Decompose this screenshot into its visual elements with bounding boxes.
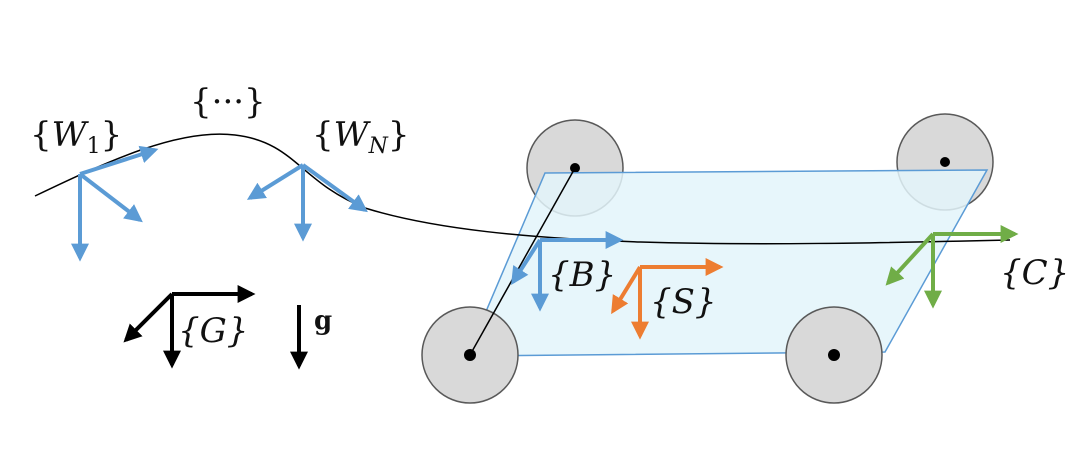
platform-plate (465, 169, 989, 357)
axle-link (469, 167, 576, 356)
label-gravity: g (314, 306, 332, 336)
label-g-frame: {G} (178, 311, 248, 351)
frame-s-axes (611, 258, 724, 340)
frame-g-axes (123, 285, 256, 369)
label-wn: {WN} (312, 115, 409, 159)
frame-wn-axis-x (301, 163, 368, 213)
label-c: {C} (1000, 253, 1069, 293)
wheel-front-right (785, 306, 883, 404)
frame-w1-axis-y (78, 172, 143, 223)
label-w1: {W1} (30, 115, 122, 159)
frame-c-axis-y (885, 232, 935, 286)
label-s: {S} (650, 282, 717, 322)
label-b: {B} (548, 255, 616, 295)
frame-wn-axes (246, 163, 368, 242)
frame-s-axis-y (611, 265, 642, 315)
frame-b-axes (511, 231, 624, 312)
frame-b-axis-y (511, 238, 542, 286)
frame-c-axes (885, 225, 1019, 309)
frame-w1-axis-x (79, 145, 159, 176)
label-ellipsis: {···} (190, 82, 266, 122)
frame-wn-axis-y (246, 163, 305, 200)
trajectory-curve (34, 133, 1011, 245)
frame-w1-axes (71, 145, 159, 262)
frame-g-axis-y (123, 292, 174, 343)
robot-platform (421, 113, 994, 404)
